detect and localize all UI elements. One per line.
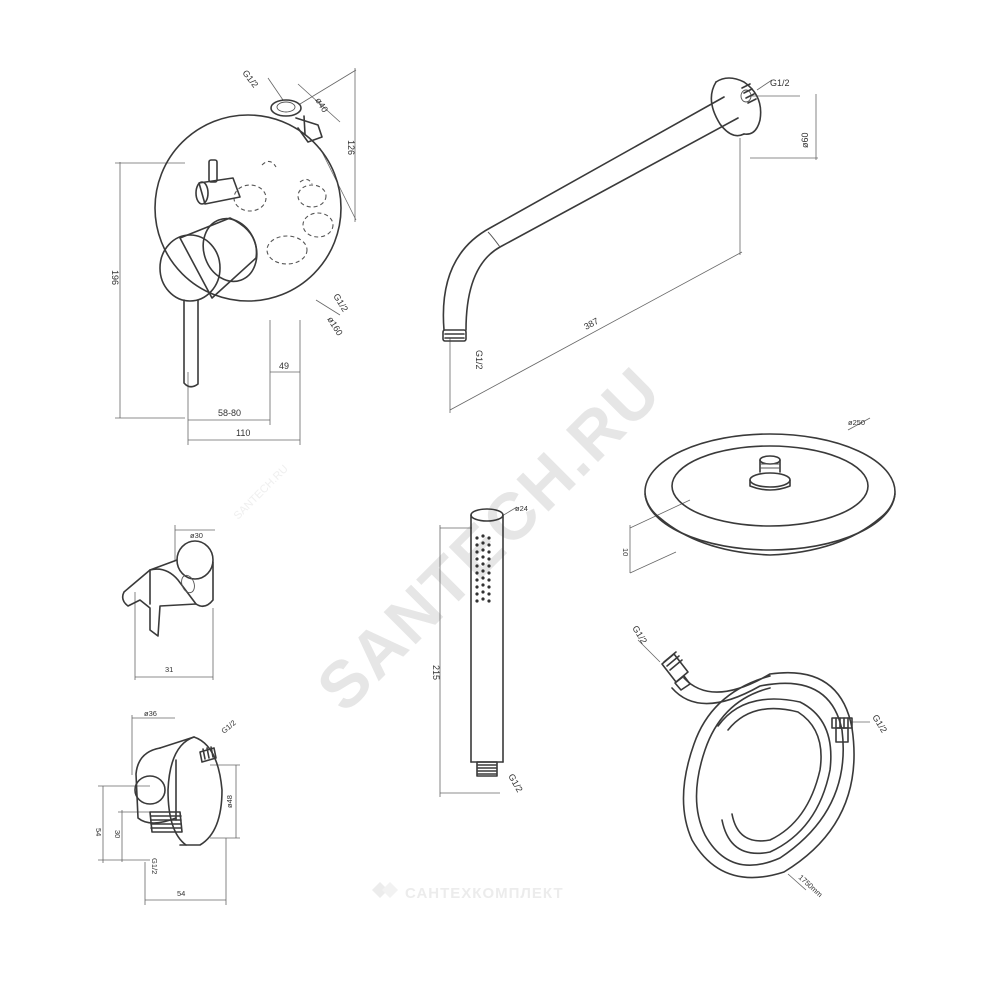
shower-holder: ø30 31: [121, 525, 215, 680]
mixer-height-dimension: 196: [110, 270, 120, 285]
elbow-side-diameter: ø48: [225, 795, 234, 808]
elbow-width: 54: [177, 889, 185, 898]
mixer-plate-diameter: ø160: [325, 315, 344, 338]
hand-shower-length: 215: [431, 665, 441, 680]
elbow-height-54: 54: [94, 828, 103, 836]
elbow-top-thread: G1/2: [220, 718, 238, 735]
elbow-height-30: 30: [113, 830, 122, 838]
mixer-depth-110: 110: [236, 428, 250, 438]
arm-thread-end: G1/2: [474, 350, 484, 370]
watermark-footer: САНТЕХКОМПЛЕКТ: [405, 885, 564, 902]
head-diameter: ø250: [848, 418, 865, 427]
wall-elbow: ø36 G1/2 ø48 54 30 G1/2 54: [94, 709, 240, 905]
elbow-top-diameter: ø36: [144, 709, 157, 718]
watermark: SANTECH.RU САНТЕХКОМПЛЕКТ SANTECH.RU: [232, 352, 675, 902]
arm-flange-diameter: ø60: [800, 132, 810, 148]
arm-length: 387: [582, 316, 600, 332]
hose-thread-a: G1/2: [630, 624, 649, 646]
mixer-thread-bottom: G1/2: [331, 292, 350, 314]
hand-shower-thread: G1/2: [506, 772, 524, 794]
hand-shower-nozzles: [475, 534, 491, 603]
holder-diameter: ø30: [190, 531, 203, 540]
head-height: 10: [621, 548, 630, 556]
hand-shower-diameter: ø24: [515, 504, 528, 513]
holder-width: 31: [165, 665, 173, 674]
mixer-depth-range: 58-80: [218, 408, 241, 418]
shower-hose: G1/2 G1/2 1750mm: [630, 624, 889, 899]
arm-thread-wall: G1/2: [770, 78, 790, 88]
watermark-small: SANTECH.RU: [232, 463, 291, 522]
mixer-side-dimension: 126: [346, 140, 356, 155]
concealed-mixer: G1/2 ø40 126 196 G1/2 ø160 49 58-80 110: [110, 68, 357, 445]
hand-shower: ø24 215 G1/2: [431, 504, 528, 797]
watermark-footer-logo: [372, 882, 398, 898]
hose-thread-b: G1/2: [870, 713, 889, 735]
rain-shower-head: ø250 10: [621, 417, 896, 574]
mixer-outlet-diameter: ø40: [313, 96, 330, 114]
mixer-depth-49: 49: [279, 361, 289, 371]
elbow-bottom-thread: G1/2: [150, 858, 159, 874]
shower-arm: G1/2 ø60 387 G1/2: [442, 77, 818, 413]
mixer-thread-top: G1/2: [240, 68, 260, 90]
